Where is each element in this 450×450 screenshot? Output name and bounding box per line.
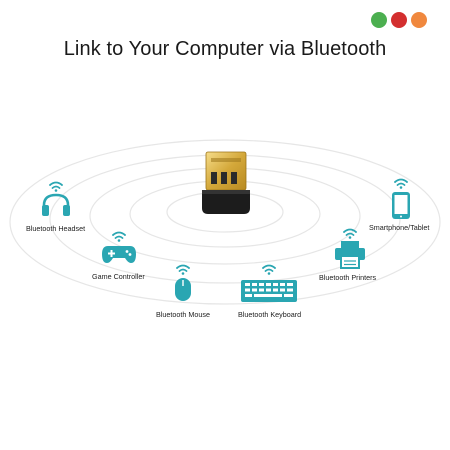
device-controller [100,229,138,267]
label-phone: Smartphone/Tablet [369,223,430,232]
smartphone-icon [392,178,410,219]
headphones-icon [42,181,70,216]
printer-icon [335,228,365,269]
label-printer: Bluetooth Printers [319,273,377,282]
label-keyboard: Bluetooth Keyboard [238,310,302,319]
red-dot [391,12,407,28]
keyboard-icon [241,264,297,302]
device-mouse [170,262,196,302]
usb-bluetooth-adapter-icon [202,151,250,214]
green-dot [371,12,387,28]
device-phone [390,176,412,220]
label-mouse: Bluetooth Mouse [156,310,210,319]
label-controller: Game Controller [92,272,145,281]
device-headset [40,177,72,219]
color-dots [371,12,427,28]
device-printer [333,226,367,270]
device-keyboard [240,262,298,304]
label-headset: Bluetooth Headset [26,224,86,233]
page-title: Link to Your Computer via Bluetooth [63,38,387,60]
mouse-icon [175,264,191,301]
orange-dot [411,12,427,28]
gamepad-icon [102,231,136,263]
